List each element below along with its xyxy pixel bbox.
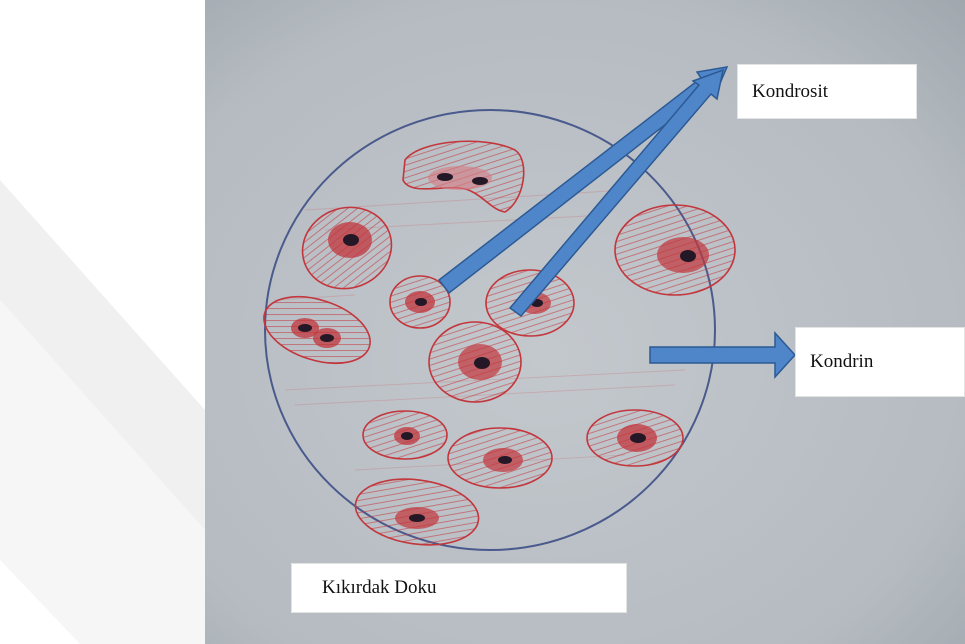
cell-8	[363, 411, 447, 459]
kondrin-label-box: Kondrin	[795, 327, 965, 397]
kondrin-label: Kondrin	[810, 351, 873, 373]
cell-7	[429, 322, 521, 402]
cell-10	[587, 410, 683, 466]
figure-title: Kıkırdak Doku	[322, 577, 437, 599]
kondrosit-label-box: Kondrosit	[737, 64, 917, 119]
title-label-box: Kıkırdak Doku	[291, 563, 627, 613]
cell-3	[615, 205, 735, 295]
cell-9	[448, 428, 552, 488]
watermark-chevron	[0, 0, 205, 644]
kondrosit-label: Kondrosit	[752, 81, 828, 103]
